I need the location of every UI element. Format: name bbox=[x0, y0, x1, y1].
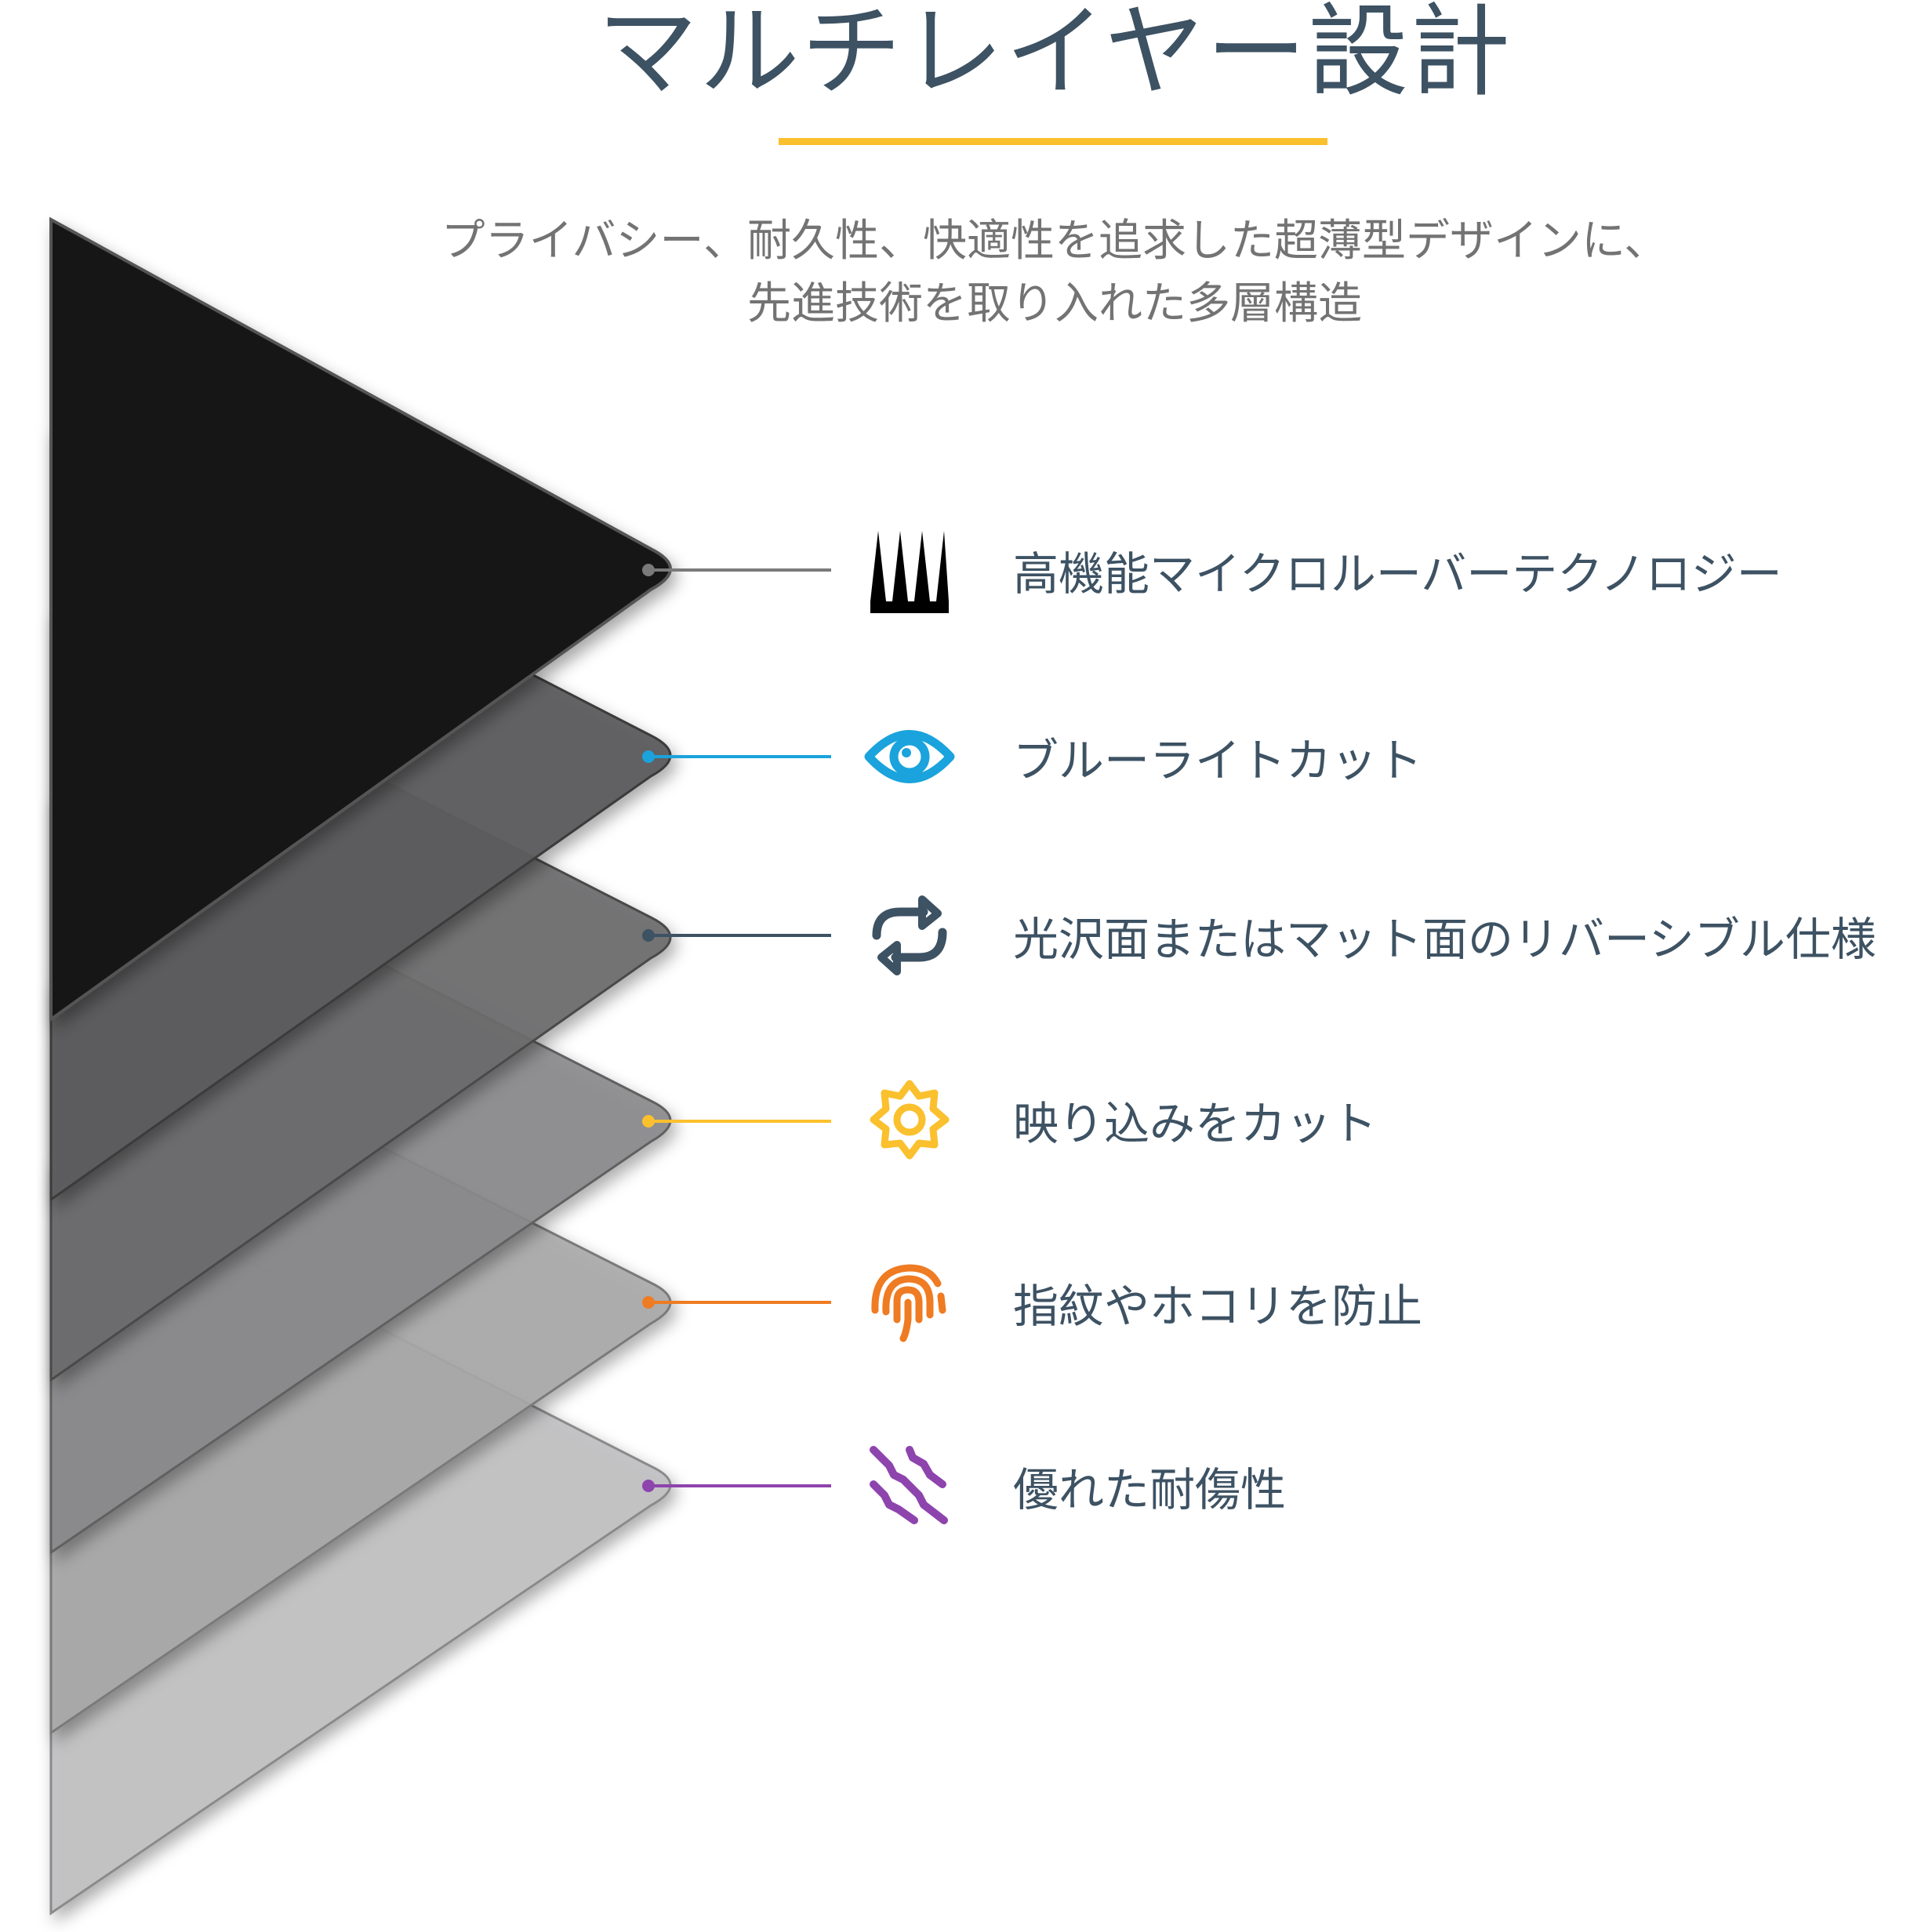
feature-label: 高機能マイクロルーバーテクノロジー bbox=[1013, 547, 1782, 601]
feature-reversible: 光沢面またはマット面のリバーシブル仕様 bbox=[862, 888, 1876, 982]
page-title: マルチレイヤー設計 bbox=[597, 0, 1513, 111]
feature-anti-fingerprint: 指紋やホコリを防止 bbox=[862, 1255, 1422, 1349]
feature-label: ブルーライトカット bbox=[1013, 734, 1423, 787]
feature-label: 優れた耐傷性 bbox=[1013, 1463, 1287, 1516]
feature-label: 指紋やホコリを防止 bbox=[1013, 1280, 1423, 1333]
subtitle-line-1: プライバシー、耐久性、快適性を追求した超薄型デザインに、 bbox=[441, 216, 1669, 267]
eye-icon bbox=[862, 710, 957, 804]
feature-anti-glare: 映り込みをカット bbox=[862, 1073, 1377, 1167]
connector-2 bbox=[642, 750, 831, 763]
connector-4 bbox=[642, 1115, 831, 1128]
connector-3 bbox=[642, 929, 831, 942]
title-underline bbox=[779, 138, 1327, 145]
feature-micro-louver: 高機能マイクロルーバーテクノロジー bbox=[862, 523, 1782, 617]
fingerprint-icon bbox=[862, 1255, 957, 1349]
sun-icon bbox=[862, 1073, 957, 1167]
scratch-icon bbox=[862, 1439, 957, 1533]
connector-5 bbox=[642, 1296, 831, 1309]
feature-scratch-resistant: 優れた耐傷性 bbox=[862, 1439, 1286, 1533]
feature-label: 映り込みをカット bbox=[1013, 1097, 1378, 1150]
reverse-arrows-icon bbox=[862, 888, 957, 982]
connector-1 bbox=[642, 564, 831, 576]
subtitle-line-2: 先進技術を取り入れた多層構造 bbox=[747, 278, 1362, 329]
connector-6 bbox=[642, 1480, 831, 1492]
subtitle: プライバシー、耐久性、快適性を追求した超薄型デザインに、 先進技術を取り入れた多… bbox=[0, 210, 1932, 336]
feature-blue-light: ブルーライトカット bbox=[862, 710, 1422, 804]
micro-louver-icon bbox=[862, 523, 957, 617]
feature-label: 光沢面またはマット面のリバーシブル仕様 bbox=[1013, 913, 1876, 966]
